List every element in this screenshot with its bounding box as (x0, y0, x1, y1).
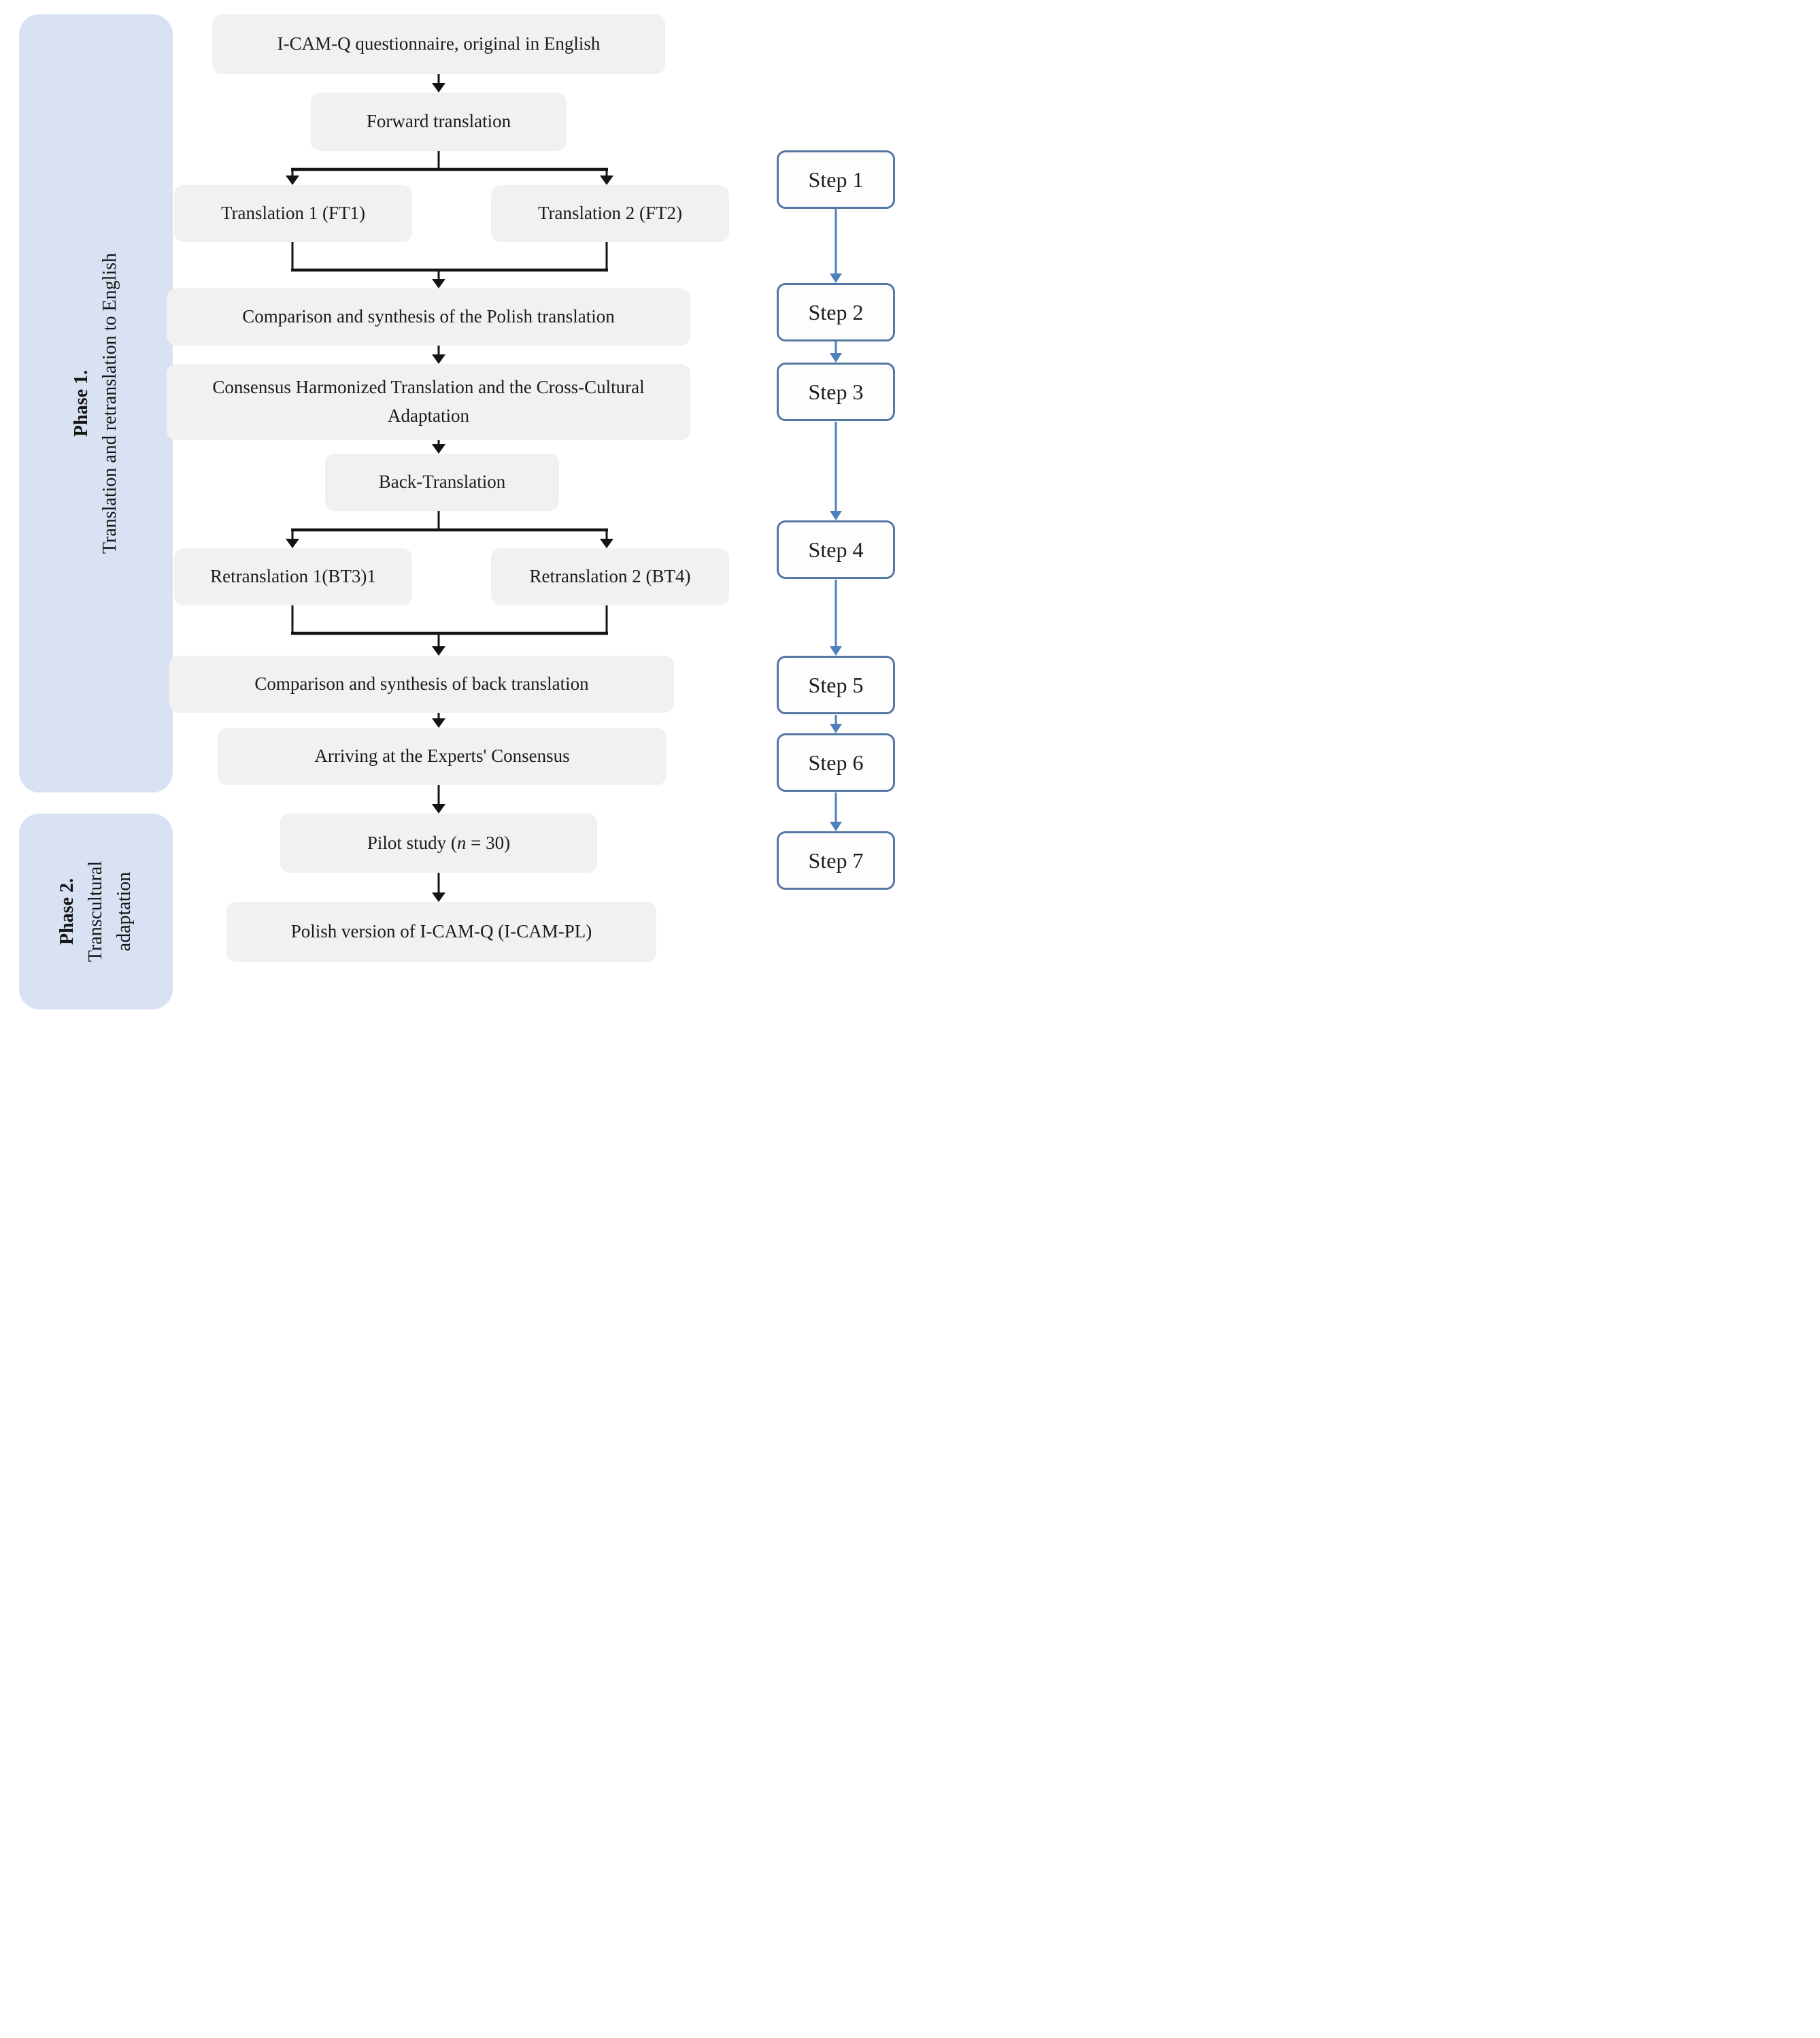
flow-diagram-canvas: Phase 1. Translation and retranslation t… (0, 0, 910, 1019)
node-pilot-study: Pilot study (n = 30) (280, 814, 597, 873)
node-icamq-original-label: I-CAM-Q questionnaire, original in Engli… (277, 33, 601, 54)
step-4-label: Step 4 (808, 537, 864, 562)
node-comparison-back-label: Comparison and synthesis of back transla… (254, 673, 589, 695)
node-comparison-polish-label: Comparison and synthesis of the Polish t… (242, 306, 615, 327)
node-polish-version-label: Polish version of I-CAM-Q (I-CAM-PL) (290, 921, 592, 942)
phase-2-panel: Phase 2. Transcultural adaptation (19, 814, 173, 1009)
phase-1-panel: Phase 1. Translation and retranslation t… (19, 14, 173, 792)
phase-2-title: Phase 2. (56, 878, 78, 945)
pilot-label-prefix: Pilot study ( (367, 832, 457, 853)
arrow-step2-to-step3 (830, 341, 842, 363)
node-comparison-back-translation: Comparison and synthesis of back transla… (169, 656, 674, 713)
node-translation-1-label: Translation 1 (FT1) (220, 203, 365, 224)
arrow-step5-to-step6 (830, 715, 842, 733)
node-icamq-original: I-CAM-Q questionnaire, original in Engli… (212, 14, 665, 74)
node-translation-2-label: Translation 2 (FT2) (537, 203, 682, 224)
step-5-label: Step 5 (808, 672, 864, 697)
step-box-6: Step 6 (777, 733, 895, 792)
arrow-consensus-to-backtranslation (432, 440, 445, 454)
arrow-step1-to-step2 (830, 209, 842, 283)
step-2-label: Step 2 (808, 299, 864, 324)
pilot-label-n-italic: n (456, 832, 467, 853)
node-polish-version-icam-pl: Polish version of I-CAM-Q (I-CAM-PL) (226, 902, 656, 962)
phase-2-label: Phase 2. Transcultural adaptation (53, 822, 139, 1001)
node-back-translation: Back-Translation (325, 454, 559, 511)
node-experts-consensus: Arriving at the Experts' Consensus (218, 728, 667, 785)
merge-retranslations-to-comparison-back (291, 605, 608, 656)
split-forward-to-translations (286, 151, 613, 185)
step-box-1: Step 1 (777, 150, 895, 209)
node-forward-translation-label: Forward translation (366, 111, 511, 132)
step-box-2: Step 2 (777, 283, 895, 341)
node-translation-2-ft2: Translation 2 (FT2) (491, 185, 729, 242)
node-experts-consensus-label: Arriving at the Experts' Consensus (314, 746, 570, 767)
node-pilot-study-label: Pilot study (n = 30) (367, 829, 510, 858)
step-1-label: Step 1 (808, 167, 864, 192)
step-box-4: Step 4 (777, 520, 895, 579)
arrow-step3-to-step4 (830, 422, 842, 520)
node-retranslation-2-label: Retranslation 2 (BT4) (529, 566, 691, 587)
step-3-label: Step 3 (808, 379, 864, 404)
arrow-comparison-back-to-experts (432, 713, 445, 728)
split-backtranslation-to-retranslations (286, 511, 613, 548)
arrow-comparison-to-consensus (432, 346, 445, 364)
step-box-3: Step 3 (777, 363, 895, 421)
node-retranslation-1-bt3: Retranslation 1(BT3)1 (174, 548, 412, 605)
node-consensus-harmonized-label: Consensus Harmonized Translation and the… (212, 377, 645, 426)
phase-1-label: Phase 1. Translation and retranslation t… (67, 56, 124, 750)
phase-1-title: Phase 1. (71, 370, 92, 437)
node-forward-translation: Forward translation (311, 93, 567, 151)
step-box-5: Step 5 (777, 656, 895, 714)
arrow-experts-to-pilot (432, 785, 445, 814)
phase-2-subtitle: Transcultural adaptation (85, 861, 135, 963)
arrow-step4-to-step5 (830, 580, 842, 656)
node-consensus-harmonized-translation: Consensus Harmonized Translation and the… (167, 364, 690, 440)
arrow-icamq-to-forward (432, 74, 445, 93)
step-6-label: Step 6 (808, 750, 864, 775)
arrow-step6-to-step7 (830, 792, 842, 831)
pilot-label-suffix: = 30) (466, 832, 511, 853)
step-box-7: Step 7 (777, 831, 895, 890)
node-back-translation-label: Back-Translation (378, 471, 506, 492)
node-retranslation-1-label: Retranslation 1(BT3)1 (210, 566, 376, 587)
node-comparison-polish-translation: Comparison and synthesis of the Polish t… (167, 288, 690, 346)
step-7-label: Step 7 (808, 848, 864, 873)
node-translation-1-ft1: Translation 1 (FT1) (174, 185, 412, 242)
phase-1-subtitle: Translation and retranslation to English (99, 252, 120, 554)
node-retranslation-2-bt4: Retranslation 2 (BT4) (491, 548, 729, 605)
arrow-pilot-to-polish-version (432, 873, 445, 902)
merge-translations-to-comparison (291, 242, 608, 288)
